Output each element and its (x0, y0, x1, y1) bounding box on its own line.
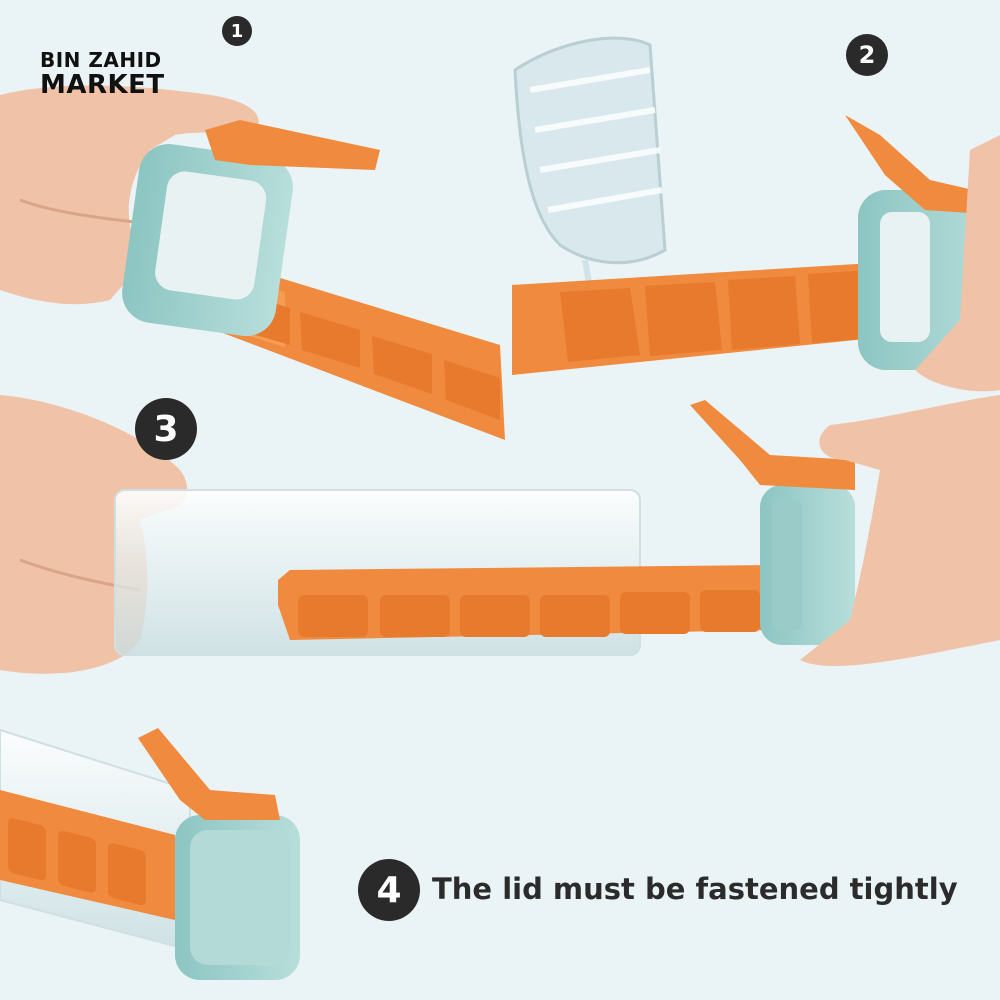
step-badge-2: 2 (846, 34, 888, 76)
step2-scene (512, 36, 1000, 392)
step2-hand (915, 135, 1000, 392)
step2-ice-tray (512, 262, 905, 375)
step1-lid (122, 120, 380, 337)
step4-ice-tray (0, 790, 175, 920)
step4-lid (138, 728, 300, 980)
step-badge-1: 1 (222, 16, 252, 46)
step3-ice-tray (278, 565, 770, 640)
step3-right-hand (800, 395, 1000, 667)
brand-logo: BIN ZAHID MARKET (40, 50, 165, 98)
step-badge-4: 4 (358, 859, 420, 921)
step1-hand (0, 85, 259, 305)
step2-water-jug (513, 36, 667, 331)
brand-logo-line1: BIN ZAHID (40, 48, 162, 72)
step4-caption: The lid must be fastened tightly (432, 872, 958, 906)
step4-scene (0, 728, 300, 980)
step3-lid (690, 400, 855, 645)
step-badge-3: 3 (135, 398, 197, 460)
step3-scene (0, 395, 1000, 674)
brand-logo-line2: MARKET (40, 70, 165, 100)
step1-scene (0, 85, 505, 440)
